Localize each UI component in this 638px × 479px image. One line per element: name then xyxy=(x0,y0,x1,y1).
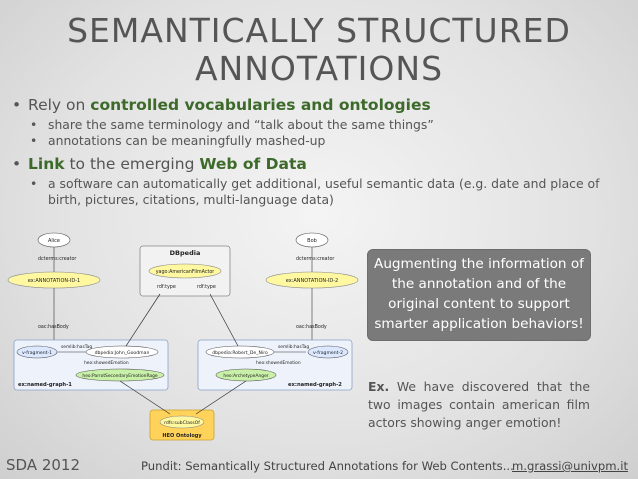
yago-label: yago:AmericanFilmActor xyxy=(156,269,215,275)
dbpedia-label: DBpedia xyxy=(170,249,201,257)
example-text: Ex. We have discovered that the two imag… xyxy=(368,378,590,432)
annotation-1-label: ex:ANNOTATION-ID-1 xyxy=(28,278,81,284)
rdf-type-left: rdf:type xyxy=(157,284,176,290)
oac-right: oac:hasBody xyxy=(296,324,327,330)
semlib-right: semlib:hasTag xyxy=(278,344,309,350)
bullet-text: to the emerging xyxy=(64,155,200,173)
bullet-highlight: Link xyxy=(28,155,65,173)
subclass-label: rdfs:subClassOf xyxy=(164,420,200,426)
parrot-label: heo:ParrotSecondaryEmotionRage xyxy=(82,373,157,379)
bullet-list: • Rely on controlled vocabularies and on… xyxy=(12,96,632,208)
sub-bullet-terminology: • share the same terminology and “talk a… xyxy=(30,117,632,133)
sub-bullet-semantic-data: • a software can automatically get addit… xyxy=(30,176,620,208)
bullet-controlled-vocabularies: • Rely on controlled vocabularies and on… xyxy=(12,96,632,114)
showed-right: heo:showedEmotion xyxy=(256,360,301,366)
bullet-web-of-data: • Link to the emerging Web of Data xyxy=(12,155,632,173)
deniro-label: dbpedia:Robert_De_Niro xyxy=(212,350,268,356)
semlib-left: semlib:hasTag xyxy=(61,344,92,350)
edge xyxy=(125,293,161,347)
title-line-2: ANNOTATIONS xyxy=(194,49,444,88)
footer-conference: SDA 2012 xyxy=(6,456,81,474)
callout-box: Augmenting the information of the annota… xyxy=(367,249,591,341)
edge xyxy=(195,380,247,415)
edge xyxy=(209,293,239,347)
fragment-2-node xyxy=(307,345,349,359)
bullet-dot: • xyxy=(30,176,38,191)
footer-email-link[interactable]: m.grassi@univpm.it xyxy=(512,459,628,473)
named-graph-2-label: ex:named-graph-2 xyxy=(288,382,342,388)
oac-left: oac:hasBody xyxy=(38,324,69,330)
slide-title: SEMANTICALLY STRUCTURED ANNOTATIONS xyxy=(0,12,638,88)
bullet-text: Rely on xyxy=(28,96,91,114)
showed-left: heo:showedEmotion xyxy=(84,360,129,366)
example-body: We have discovered that the two images c… xyxy=(368,379,590,430)
bullet-dot: • xyxy=(12,96,22,114)
goodman-node xyxy=(85,345,159,359)
bullet-highlight: Web of Data xyxy=(199,155,307,173)
bob-label: Bob xyxy=(307,238,317,244)
subclass-node xyxy=(159,415,205,429)
title-line-1: SEMANTICALLY STRUCTURED xyxy=(67,11,571,50)
example-label: Ex. xyxy=(368,379,390,394)
sub-bullet-text: annotations can be meaningfully mashed-u… xyxy=(48,133,326,148)
annotation-2-label: ex:ANNOTATION-ID-2 xyxy=(286,278,339,284)
heo-ontology-label: HEO Ontology xyxy=(162,433,202,439)
sub-bullet-text: share the same terminology and “talk abo… xyxy=(48,117,434,132)
edge xyxy=(119,380,171,415)
dcterms-left: dcterms:creator xyxy=(38,256,76,262)
named-graph-1-label: ex:named-graph-1 xyxy=(18,382,72,388)
goodman-label: dbpedia:John_Goodman xyxy=(95,350,150,356)
alice-label: Alice xyxy=(48,238,60,244)
sub-bullet-mashup: • annotations can be meaningfully mashed… xyxy=(30,133,632,149)
fragment-1-label: v-fragment-1 xyxy=(22,350,52,356)
sub-bullet-text: a software can automatically get additio… xyxy=(48,176,600,207)
bullet-highlight: controlled vocabularies and ontologies xyxy=(90,96,431,114)
fragment-2-label: v-fragment-2 xyxy=(313,350,343,356)
anger-label: heo:ArchetypeAnger xyxy=(223,373,268,379)
annotation-graph-diagram: DBpedia yago:AmericanFilmActor rdf:type … xyxy=(7,232,359,441)
yago-node xyxy=(148,263,222,279)
bullet-dot: • xyxy=(30,133,38,148)
bullet-dot: • xyxy=(12,155,22,173)
bullet-dot: • xyxy=(30,117,38,132)
dcterms-right: dcterms:creator xyxy=(296,256,334,262)
footer-title: Pundit: Semantically Structured Annotati… xyxy=(141,459,514,473)
rdf-type-right: rdf:type xyxy=(197,284,216,290)
